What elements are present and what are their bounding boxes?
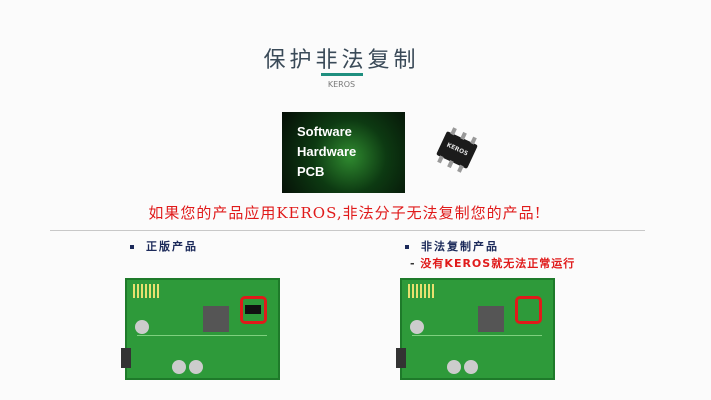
divider [50, 230, 645, 231]
bullet-genuine: 正版产品 [130, 238, 198, 254]
highlight-box [240, 296, 267, 324]
headline: 如果您的产品应用KEROS,非法分子无法复制您的产品! [148, 204, 542, 222]
circuit-image: Software Hardware PCB [282, 112, 405, 193]
counterfeit-pcb-image [396, 278, 555, 380]
title-underline [321, 73, 363, 76]
box-line-pcb: PCB [297, 164, 325, 179]
counterfeit-label: 非法复制产品 [421, 240, 499, 253]
bullet-counterfeit: 非法复制产品 [405, 238, 499, 254]
slide-subtitle: KEROS [327, 80, 356, 89]
highlight-box-empty [515, 296, 542, 324]
box-line-hardware: Hardware [297, 144, 357, 159]
keros-chip-image: KEROS [436, 127, 478, 173]
keros-chip-on-board [245, 305, 261, 314]
box-line-software: Software [297, 124, 352, 139]
counterfeit-note: - 没有KEROS就无法正常运行 [410, 257, 576, 270]
chip-label: KEROS [445, 141, 470, 158]
genuine-label: 正版产品 [146, 240, 198, 253]
genuine-pcb-image [121, 278, 280, 380]
slide-title: 保护非法复制 [263, 48, 420, 73]
